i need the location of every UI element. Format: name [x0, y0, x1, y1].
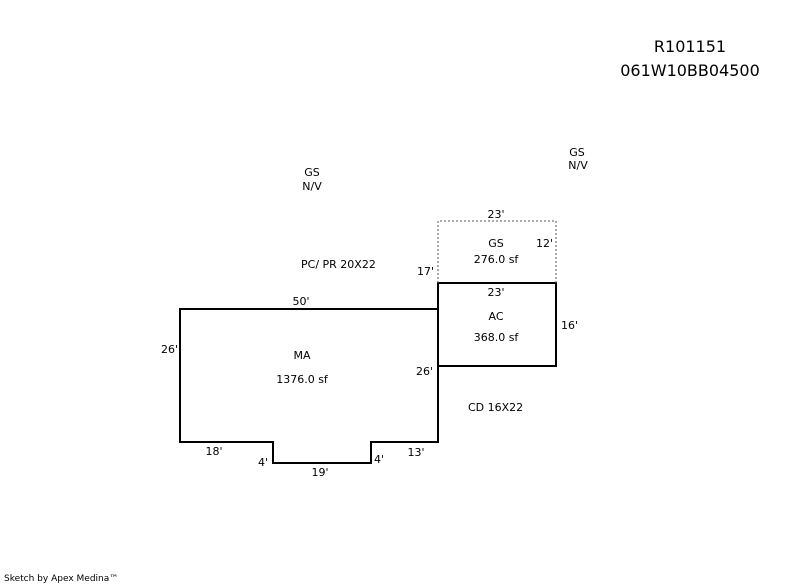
ma-dim-bottom-right: 13' — [407, 446, 425, 459]
ma-dim-top: 50' — [292, 295, 310, 308]
ma-dim-right: 26' — [416, 365, 434, 378]
ma-area-code: MA — [293, 349, 311, 362]
gs-area-code: GS — [488, 237, 504, 250]
gs-nv-note-1-line1: GS — [304, 166, 320, 179]
ma-dim-notch-right: 4' — [374, 453, 385, 466]
gs-dim-top: 23' — [487, 208, 505, 221]
gs-area-value: 276.0 sf — [473, 253, 519, 266]
gs-dim-left: 17' — [417, 265, 435, 278]
main-area-outline — [179, 308, 439, 464]
gs-dim-right: 12' — [536, 237, 554, 250]
map-taxlot-number: 061W10BB04500 — [620, 61, 760, 80]
ma-dim-notch-left: 4' — [258, 456, 269, 469]
ac-area-code: AC — [488, 310, 504, 323]
account-number: R101151 — [653, 37, 727, 56]
gs-nv-note-2-line1: GS — [569, 146, 585, 159]
ma-dim-notch-bottom: 19' — [311, 466, 329, 479]
gs-area-outline — [437, 220, 557, 283]
ma-area-value: 1376.0 sf — [276, 373, 328, 386]
ac-area-value: 368.0 sf — [473, 331, 519, 344]
sketch-credit: Sketch by Apex Medina™ — [4, 574, 119, 584]
ac-area-outline — [437, 282, 557, 367]
ac-dim-right: 16' — [561, 319, 579, 332]
gs-nv-note-1-line2: N/V — [302, 180, 322, 193]
ma-dim-bottom-left: 18' — [205, 445, 223, 458]
ma-dim-left: 26' — [161, 343, 179, 356]
pc-pr-note: PC/ PR 20X22 — [301, 258, 376, 271]
ac-dim-top: 23' — [487, 286, 505, 299]
gs-nv-note-2-line2: N/V — [568, 159, 588, 172]
cd-note: CD 16X22 — [468, 401, 524, 414]
